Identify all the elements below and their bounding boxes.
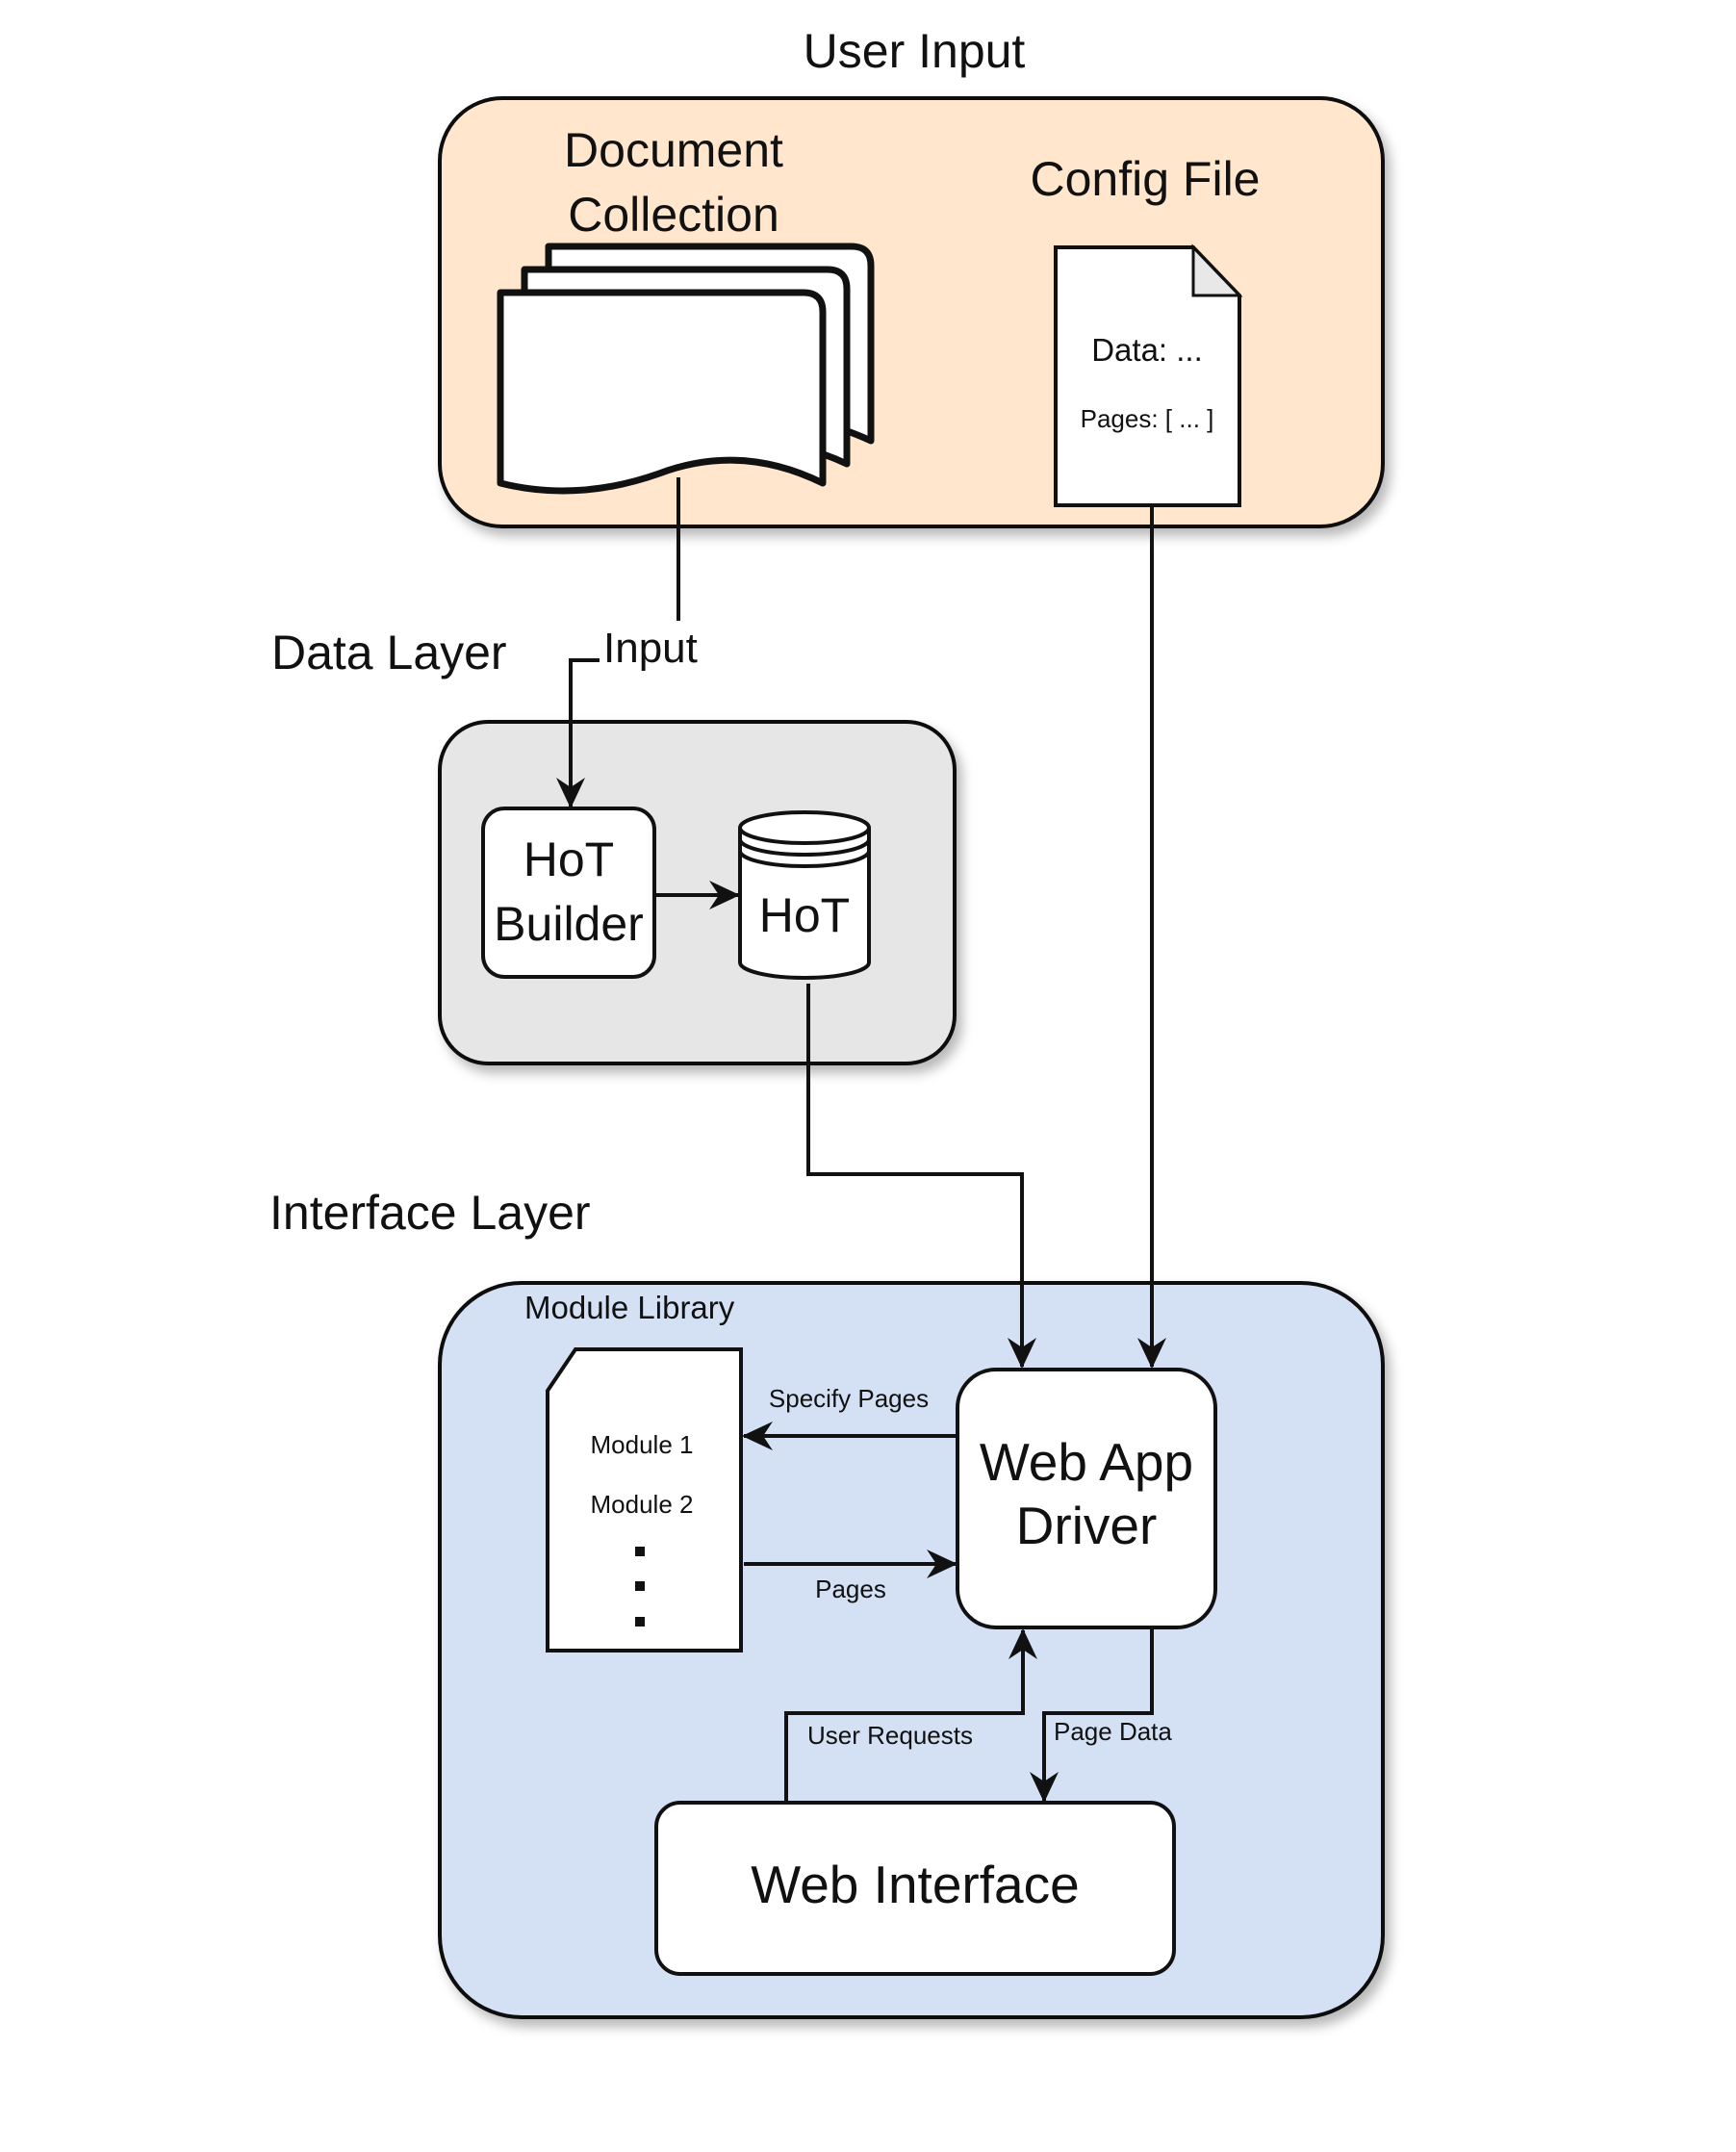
hot-builder-label-line2: Builder	[494, 897, 644, 951]
web-interface-label: Web Interface	[751, 1855, 1079, 1914]
document-collection-label-line1: Document	[564, 123, 783, 177]
web-app-driver-node	[956, 1368, 1217, 1629]
specify-pages-edge-label: Specify Pages	[769, 1384, 929, 1413]
module-library-label: Module Library	[524, 1290, 735, 1325]
module-card	[546, 1347, 743, 1652]
user-requests-edge	[784, 1628, 1037, 1801]
hot-builder-node	[481, 807, 656, 979]
more-modules-ellipsis-icon	[635, 1547, 645, 1627]
input-edge-label: Input	[603, 625, 698, 672]
hot-store-label: HoT	[759, 888, 850, 942]
interface-layer-title: Interface Layer	[269, 1186, 591, 1240]
module-item-1: Module 1	[591, 1430, 694, 1459]
web-app-driver-label-line2: Driver	[1016, 1496, 1158, 1555]
hot-builder-label-line1: HoT	[523, 833, 614, 886]
document-collection-label-line2: Collection	[568, 188, 779, 242]
hot-to-driver-edge	[806, 984, 1036, 1369]
web-interface-node	[654, 1801, 1176, 1976]
pages-edge-label: Pages	[815, 1575, 886, 1603]
data-layer-title: Data Layer	[271, 626, 507, 679]
file-icon	[1054, 243, 1243, 507]
user-input-title: User Input	[804, 24, 1026, 78]
input-to-hot-builder-edge	[556, 658, 600, 808]
module-item-2: Module 2	[591, 1490, 694, 1519]
config-file-data-line: Data: ...	[1091, 332, 1203, 368]
page-data-edge	[1030, 1629, 1154, 1803]
user-requests-edge-label: User Requests	[807, 1721, 973, 1750]
database-icon	[738, 810, 871, 980]
web-app-driver-label-line1: Web App	[980, 1432, 1193, 1492]
config-file-pages-line: Pages: [ ... ]	[1081, 404, 1214, 433]
config-file-title: Config File	[1031, 152, 1261, 206]
page-data-edge-label: Page Data	[1054, 1717, 1172, 1746]
stacked-documents-icon	[497, 243, 875, 495]
